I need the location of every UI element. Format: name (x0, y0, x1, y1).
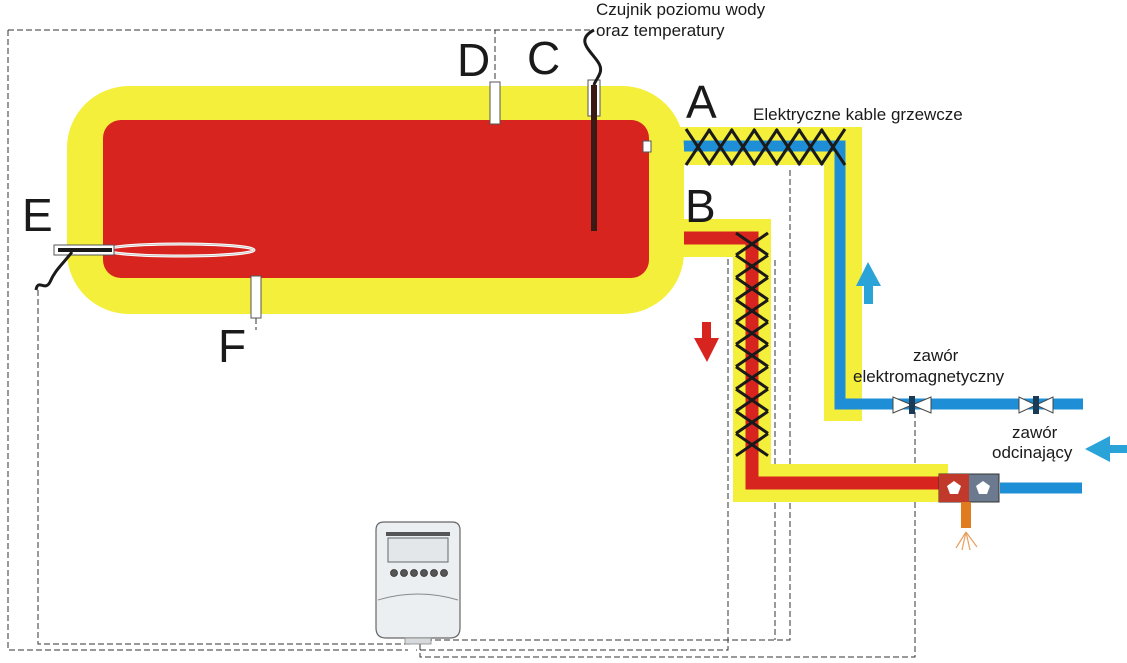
inflow-arrow-icon (1085, 436, 1127, 462)
cable-cross-stroke (735, 320, 769, 346)
cable-cross-stroke (735, 387, 769, 413)
heater-element (34, 242, 256, 291)
cable-cross-stroke (735, 276, 769, 301)
cable-cross-stroke (735, 410, 769, 435)
solenoid-valve-label-line2: elektromagnetyczny (853, 367, 1005, 386)
water-tank (67, 86, 684, 314)
hot-water-pipe (648, 219, 948, 502)
label-f: F (218, 320, 246, 372)
outlet-connector (642, 140, 652, 153)
cable-cross-stroke (735, 365, 769, 391)
down-arrow-icon (694, 322, 719, 362)
solar-controller (375, 521, 461, 645)
shutoff-valve-icon (1018, 396, 1054, 414)
cable-cross-stroke (735, 432, 769, 457)
cable-cross-stroke (797, 128, 824, 166)
label-d: D (457, 34, 490, 86)
sensor-label-line1: Czujnik poziomu wody (596, 0, 766, 19)
cable-cross-stroke (735, 231, 769, 257)
cable-cross-stroke (707, 128, 734, 166)
label-b: B (685, 180, 716, 232)
cable-cross-stroke (735, 343, 769, 368)
solenoid-valve-icon (892, 396, 932, 414)
up-arrow-icon (856, 262, 881, 304)
cable-cross-stroke (819, 128, 847, 166)
heating-cable-segment-a (684, 128, 847, 166)
mixing-valve (938, 473, 1000, 551)
cable-cross-stroke (735, 254, 769, 279)
cable-cross-stroke (774, 128, 802, 166)
heating-cables-label: Elektryczne kable grzewcze (753, 105, 963, 124)
cable-cross-stroke (735, 298, 769, 324)
cable-cross-stroke (729, 128, 757, 166)
sensor-label-line2: oraz temperatury (596, 21, 725, 40)
sensor-d (489, 81, 501, 125)
cable-cross-stroke (752, 128, 779, 166)
solenoid-valve-label-line1: zawór (913, 346, 959, 365)
cable-cross-stroke (684, 128, 712, 166)
wiring-lines (7, 29, 916, 658)
water-level-probe (583, 28, 603, 231)
sensor-f (250, 275, 262, 319)
shutoff-valve-label-line1: zawór (1012, 423, 1058, 442)
heating-cable-segment-b (735, 231, 769, 457)
drip-icon (955, 531, 978, 551)
label-e: E (22, 189, 53, 241)
label-a: A (686, 76, 717, 128)
shutoff-valve-label-line2: odcinający (992, 443, 1073, 462)
label-c: C (527, 32, 560, 84)
